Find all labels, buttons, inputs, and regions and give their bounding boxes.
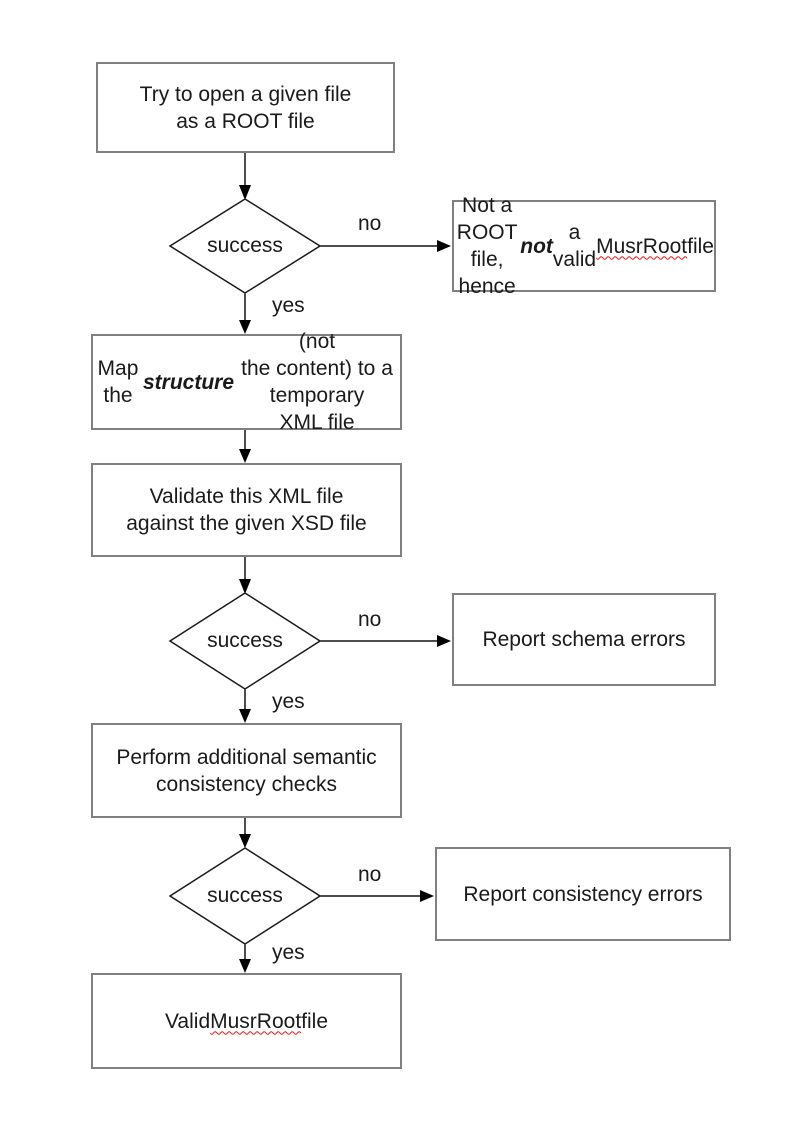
edge-label-no-1: no [358,212,382,235]
edge-label-yes-3: yes [272,941,305,964]
node-semantic-checks: Perform additional semantic consistency … [91,723,402,818]
text-segment: Try to open a given file as a ROOT file [139,82,352,133]
text-segment: file [687,234,714,258]
arrowhead-decision3-no [420,890,434,902]
text-segment: Not a ROOT file, hence [456,194,518,298]
decision2-label: success [207,629,283,652]
node-open-file: Try to open a given file as a ROOT file [96,62,395,153]
text-segment: Perform additional semantic consistency … [116,745,377,796]
arrowhead-decision2-yes [239,709,251,723]
text-segment: (not the content) to a temporary XML fil… [241,330,393,434]
text-segment: MusrRoot [596,234,688,258]
node-map-structure: Map the structure (not the content) to a… [91,330,402,434]
decision1-label: success [207,234,283,257]
arrowhead-decision2-no [437,635,451,647]
edge-label-yes-2: yes [272,690,305,713]
edge-label-no-3: no [358,863,382,886]
node-valid-musrroot-file: Valid MusrRoot file [91,973,402,1069]
arrowhead-open-to-decision1 [239,185,251,200]
text-segment: Validate this XML file against the given… [126,485,367,535]
text-segment: Valid [164,1009,211,1033]
text-segment: Map the [97,357,139,407]
edge-label-yes-1: yes [272,294,305,317]
arrowhead-validate-to-decision2 [239,579,251,594]
arrowhead-decision1-no [437,240,451,252]
arrowhead-map-to-validate [239,449,251,463]
decision3-label: success [207,884,283,907]
text-segment: Report consistency errors [463,882,703,906]
node-report-consistency-errors: Report consistency errors [435,847,731,941]
text-segment: not [520,234,553,258]
text-segment: Report schema errors [482,628,686,651]
edge-label-no-2: no [358,608,382,631]
arrowhead-semantic-to-decision3 [239,834,251,848]
node-not-root-file: Not a ROOT file, hence not a valid MusrR… [452,194,716,298]
text-segment: file [301,1009,329,1033]
arrowhead-decision3-yes [239,959,251,973]
text-segment: structure [142,370,234,394]
text-segment: MusrRoot [210,1009,302,1033]
node-report-schema-errors: Report schema errors [452,593,716,686]
node-validate-xml: Validate this XML file against the given… [91,463,402,557]
arrowhead-decision1-yes [239,320,251,334]
text-segment: a valid [552,221,597,271]
